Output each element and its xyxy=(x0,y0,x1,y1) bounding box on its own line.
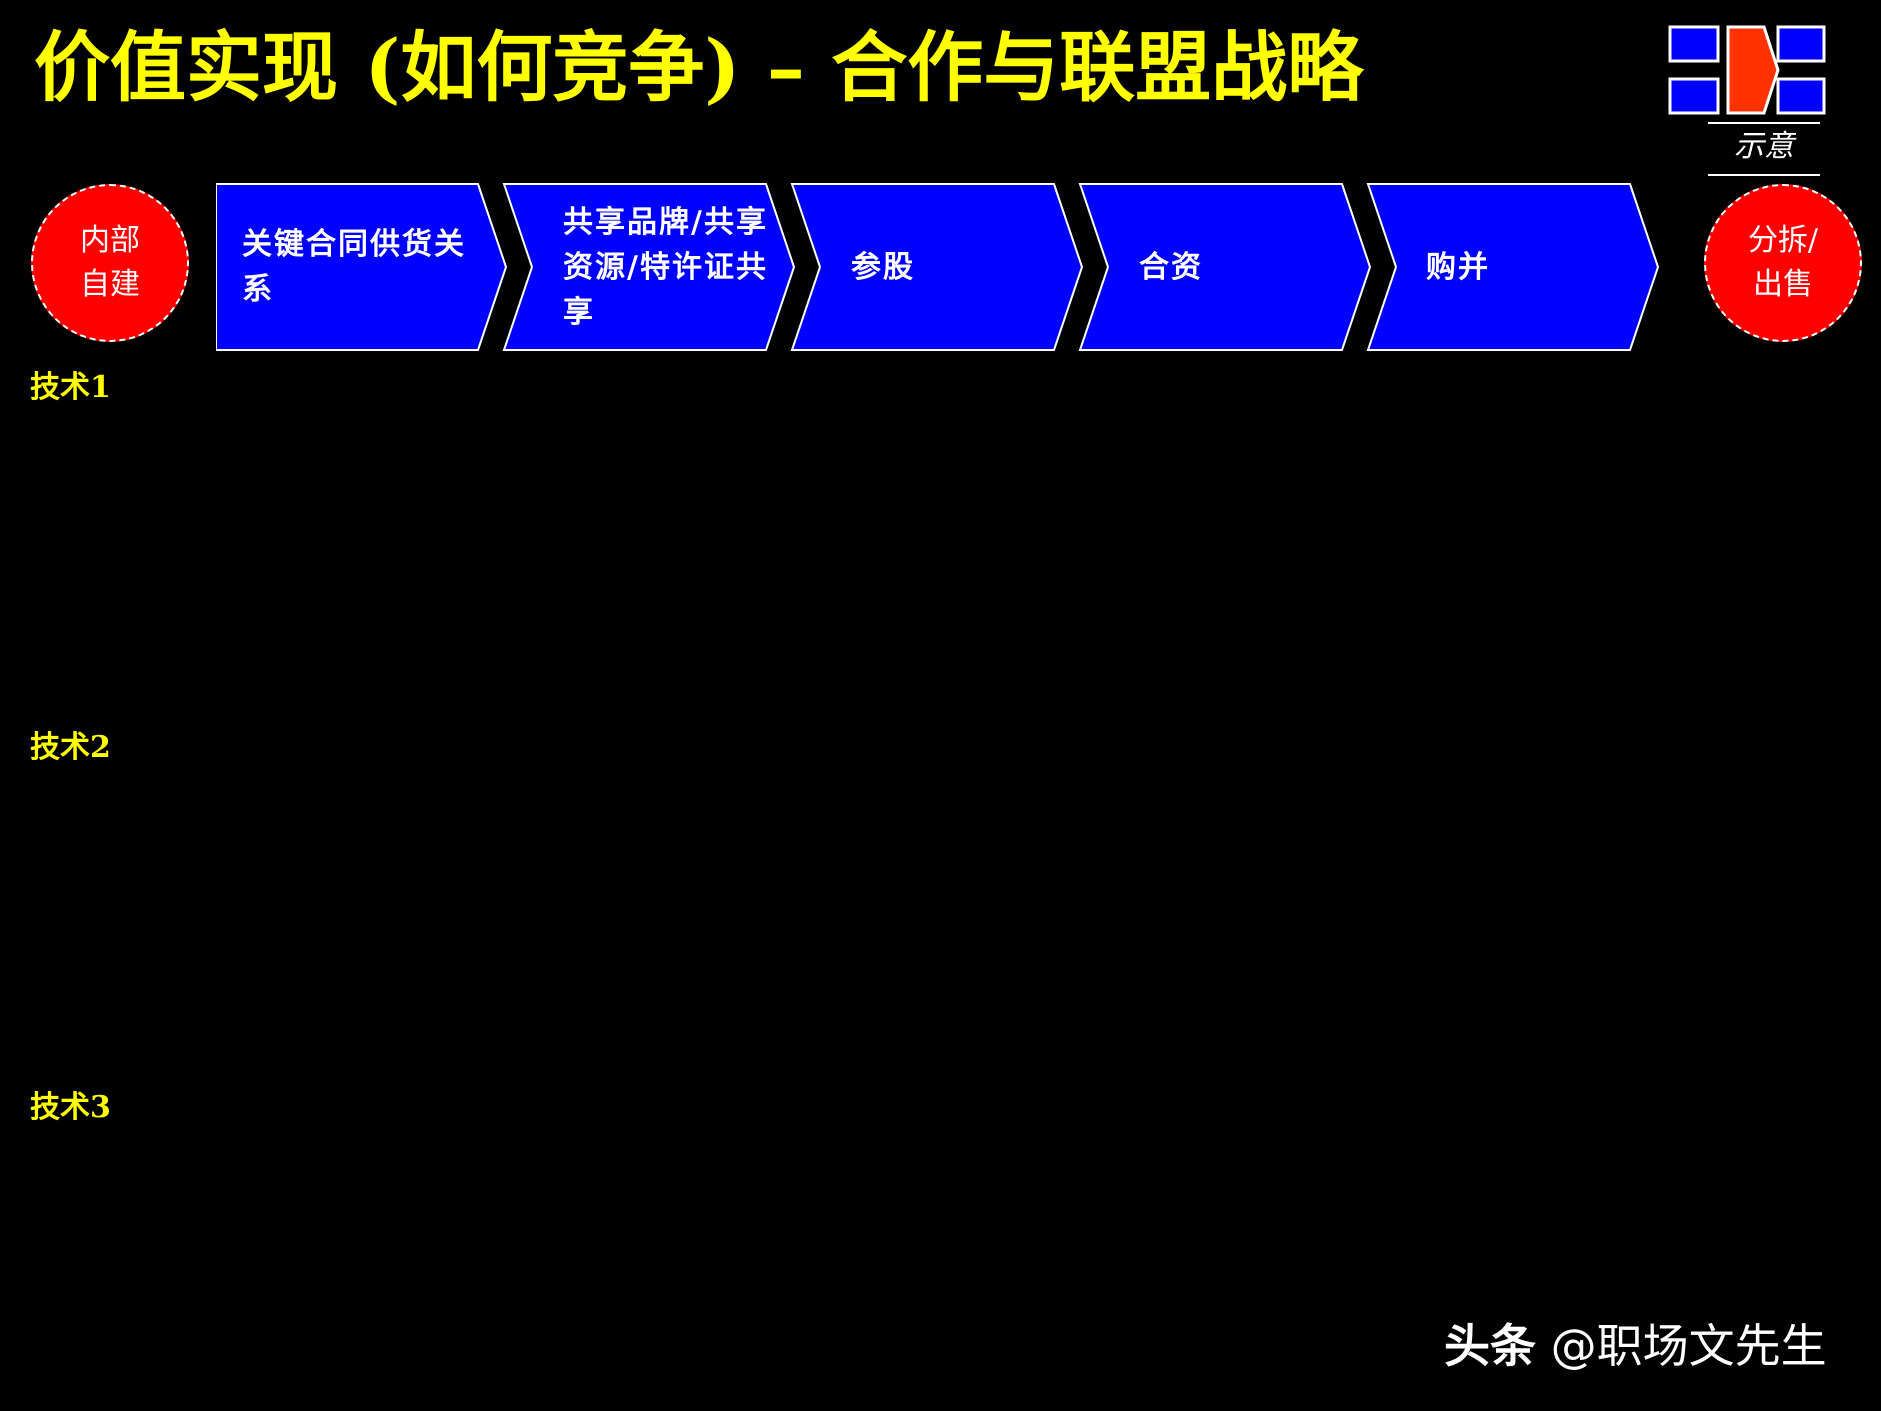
chevron-step-label-1: 关键合同供货关系 xyxy=(242,182,482,352)
chevron-step-4 xyxy=(1078,183,1372,351)
chevron-step-3 xyxy=(790,183,1084,351)
chevron-step-label-2: 共享品牌/共享资源/特许证共享 xyxy=(563,182,768,352)
chevron-step-label-3: 参股 xyxy=(851,182,1051,352)
watermark-handle: @职场文先生 xyxy=(1550,1319,1827,1373)
chevron-step-text: 合资 xyxy=(1139,249,1203,285)
logo xyxy=(1668,25,1826,115)
watermark-brand: 头条 xyxy=(1444,1319,1536,1373)
chevron-step-1 xyxy=(216,183,508,351)
chevron-step-text: 关键合同供货关系 xyxy=(242,227,466,307)
chevron-step-text: 共享品牌/共享资源/特许证共享 xyxy=(563,204,768,330)
technology-row-label-3: 技术3 xyxy=(30,1090,111,1125)
chevron-step-text: 参股 xyxy=(851,249,915,285)
technology-row-label-2: 技术2 xyxy=(30,730,111,765)
alliance-spectrum-chevrons xyxy=(216,183,1660,351)
chevron-step-2 xyxy=(502,183,796,351)
chevron-step-5 xyxy=(1366,183,1660,351)
in-house-node: 内部 自建 xyxy=(31,184,189,342)
watermark: 头条 @职场文先生 xyxy=(1444,1318,1827,1374)
technology-row-label-1: 技术1 xyxy=(30,370,111,405)
chevron-step-label-5: 购并 xyxy=(1426,182,1626,352)
chevron-step-label-4: 合资 xyxy=(1139,182,1339,352)
chevron-step-text: 购并 xyxy=(1426,249,1490,285)
divest-node: 分拆/ 出售 xyxy=(1704,184,1862,342)
illustrative-badge: 示意 xyxy=(1708,122,1820,176)
page-title: 价值实现 (如何竞争) – 合作与联盟战略 xyxy=(34,23,1364,112)
